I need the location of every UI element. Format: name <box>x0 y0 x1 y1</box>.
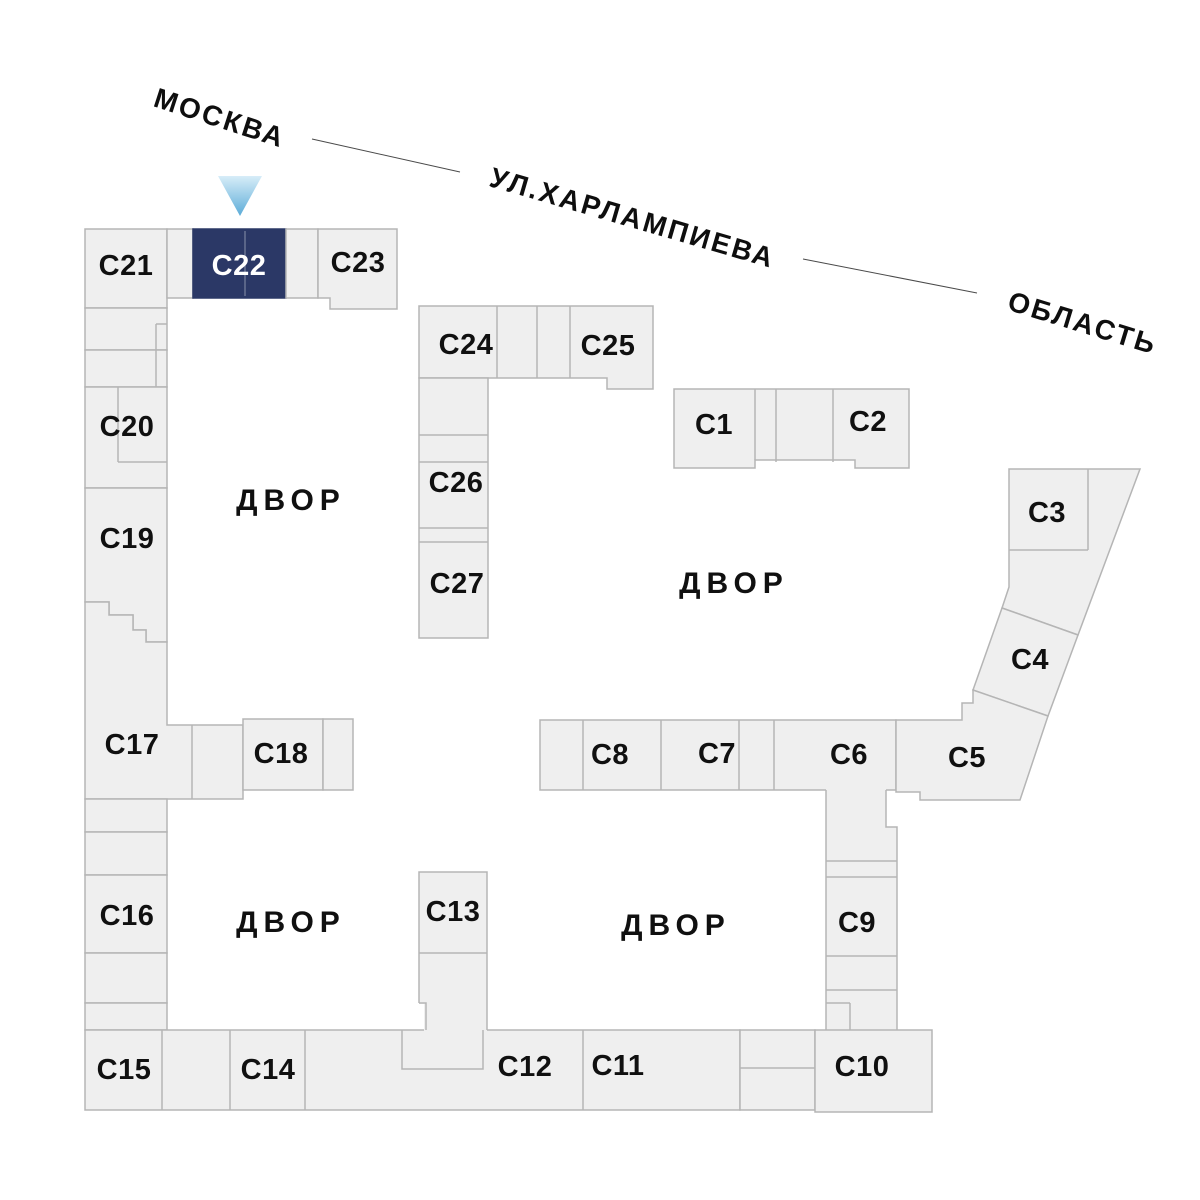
building-label-c3: C3 <box>1028 497 1066 529</box>
building-label-c6: C6 <box>830 739 868 771</box>
section-divider-lines <box>117 306 1089 1110</box>
street-label-kharlampieva: УЛ.ХАРЛАМПИЕВА <box>486 162 779 274</box>
building-section[interactable] <box>84 349 168 388</box>
building-label-c11: C11 <box>591 1050 644 1082</box>
building-section[interactable] <box>84 952 168 1004</box>
courtyard-label: ДВОР <box>236 906 346 939</box>
building-row-middle[interactable] <box>539 719 897 791</box>
building-label-c10: C10 <box>835 1051 890 1083</box>
street-label-oblast: ОБЛАСТЬ <box>1004 285 1161 360</box>
street-line <box>311 138 461 173</box>
building-c22-selected[interactable] <box>192 228 287 299</box>
building-label-c5: C5 <box>948 742 986 774</box>
building-labels: C21 C22 C23 C20 C19 C17 C18 C16 C15 C14 … <box>97 247 1066 1086</box>
building-label-c20: C20 <box>100 411 155 443</box>
building-section[interactable] <box>739 1029 816 1111</box>
building-c23[interactable] <box>317 228 398 310</box>
building-label-c1: C1 <box>695 409 733 441</box>
building-section[interactable] <box>84 1002 168 1031</box>
courtyard-label: ДВОР <box>621 909 731 942</box>
courtyard-label: ДВОР <box>236 484 346 517</box>
street-label-moscow: МОСКВА <box>150 82 289 154</box>
building-c16[interactable] <box>84 874 168 954</box>
building-c26-c27[interactable] <box>418 377 489 639</box>
building-section[interactable] <box>285 228 319 299</box>
street-line <box>802 258 978 294</box>
building-section[interactable] <box>166 228 194 299</box>
building-label-c16: C16 <box>100 900 155 932</box>
building-section[interactable] <box>84 307 168 351</box>
building-label-c2: C2 <box>849 406 887 438</box>
building-label-c24: C24 <box>439 329 494 361</box>
building-label-c17: C17 <box>105 729 160 761</box>
courtyard-labels: ДВОР ДВОР ДВОР ДВОР <box>236 484 789 942</box>
building-label-c7: C7 <box>698 738 736 770</box>
building-c10[interactable] <box>814 1029 933 1113</box>
building-label-c8: C8 <box>591 739 629 771</box>
building-c13[interactable] <box>419 872 487 1032</box>
building-label-c23: C23 <box>331 247 386 279</box>
building-label-c26: C26 <box>429 467 484 499</box>
building-label-c22: C22 <box>212 250 267 282</box>
building-c13-outline <box>418 871 488 1030</box>
building-section[interactable] <box>84 831 168 876</box>
building-label-c15: C15 <box>97 1054 152 1086</box>
building-c5[interactable] <box>895 688 1049 801</box>
building-c21[interactable] <box>84 228 168 309</box>
courtyard-label: ДВОР <box>679 567 789 600</box>
building-section[interactable] <box>84 798 168 833</box>
street-annotation: МОСКВА УЛ.ХАРЛАМПИЕВА ОБЛАСТЬ <box>150 82 1161 360</box>
building-label-c25: C25 <box>581 330 636 362</box>
building-label-c4: C4 <box>1011 644 1049 676</box>
building-c1-c2[interactable] <box>673 388 910 469</box>
selected-building-marker-icon <box>218 176 262 216</box>
building-label-c12: C12 <box>498 1051 553 1083</box>
building-label-c27: C27 <box>430 568 485 600</box>
building-label-c18: C18 <box>254 738 309 770</box>
building-label-c21: C21 <box>99 250 154 282</box>
building-label-c9: C9 <box>838 907 876 939</box>
building-c3[interactable] <box>1001 468 1142 636</box>
building-section[interactable] <box>322 718 354 791</box>
building-label-c19: C19 <box>100 523 155 555</box>
building-c17[interactable] <box>84 601 244 800</box>
building-label-c14: C14 <box>241 1054 296 1086</box>
building-label-c13: C13 <box>426 896 481 928</box>
building-c9[interactable] <box>826 788 897 1032</box>
